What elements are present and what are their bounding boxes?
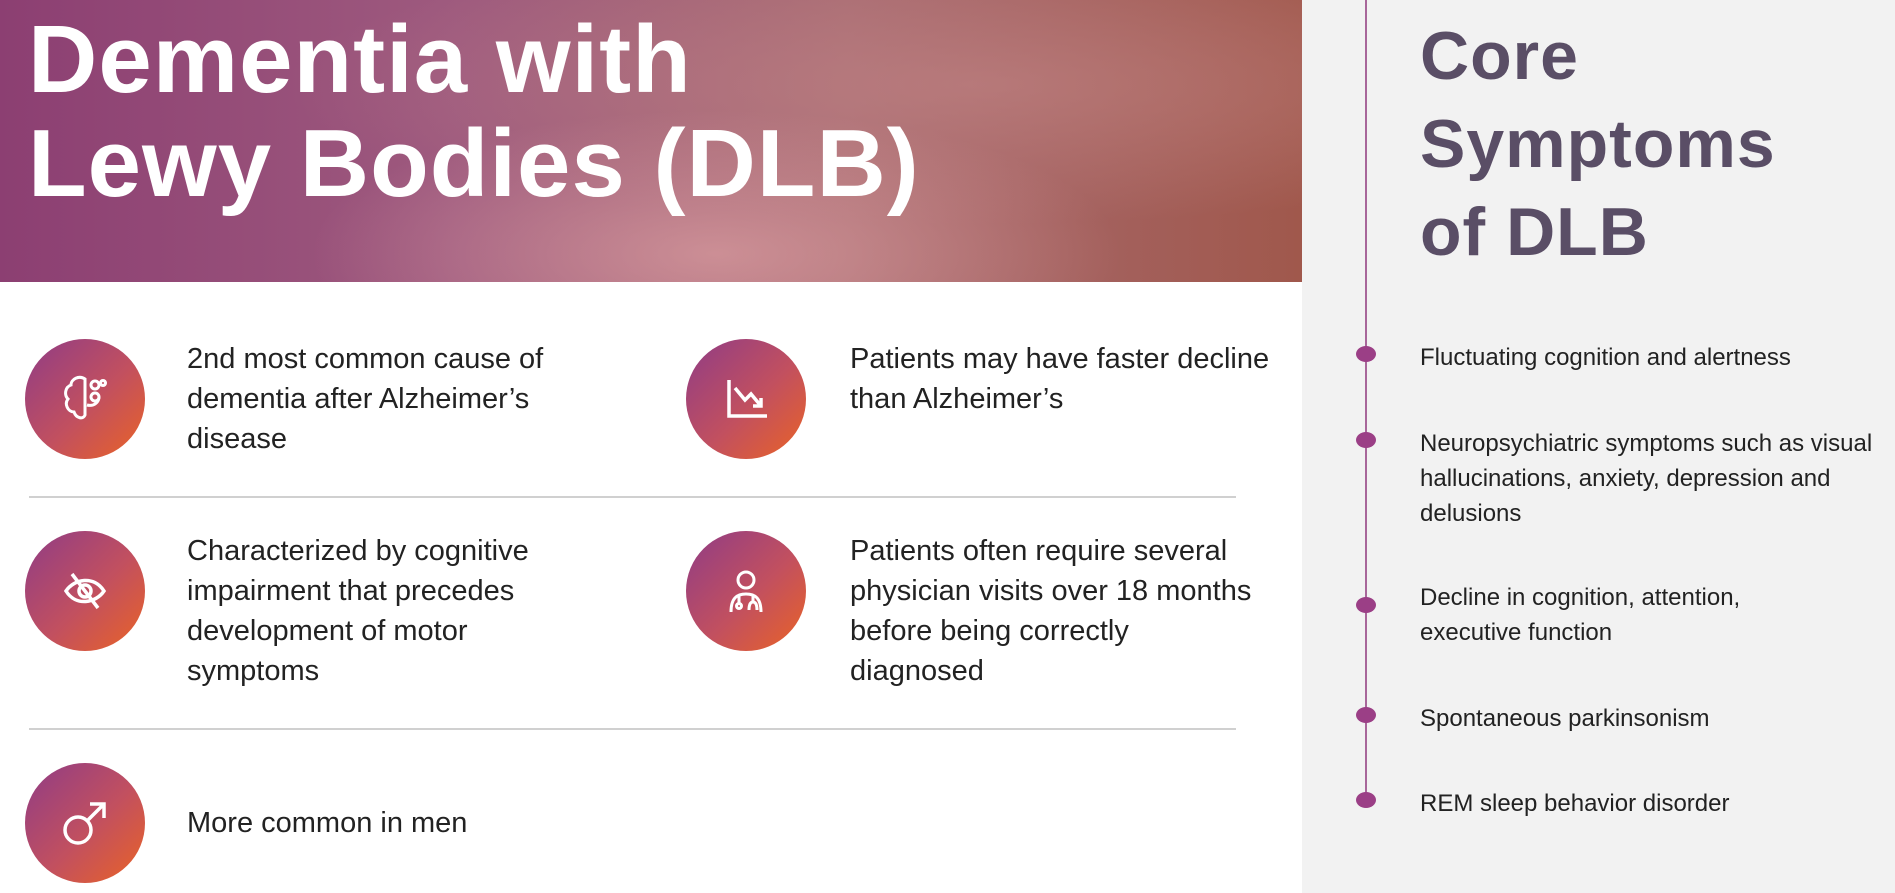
header-banner: Dementia with Lewy Bodies (DLB) (0, 0, 1302, 282)
timeline-dot (1356, 432, 1376, 448)
male-symbol-icon (25, 763, 145, 883)
timeline-dot (1356, 346, 1376, 362)
symptom-item: Decline in cognition, attention, executi… (1420, 584, 1741, 646)
declining-chart-icon (686, 339, 806, 459)
symptom-item: Neuropsychiatric symptoms such as visual… (1420, 430, 1873, 527)
symptom-item: REM sleep behavior disorder (1420, 790, 1730, 817)
timeline-line (1365, 0, 1367, 800)
fact-text: Characterized by cognitive impairment th… (187, 535, 529, 687)
symptom-item: Fluctuating cognition and alertness (1420, 344, 1791, 371)
fact-text: Patients may have faster decline than Al… (850, 343, 1270, 415)
doctor-icon (686, 531, 806, 651)
symptom-item: Spontaneous parkinsonism (1420, 705, 1710, 732)
core-symptoms-title: Core Symptoms of DLB (1420, 18, 1776, 270)
timeline-dot (1356, 597, 1376, 613)
core-symptoms-panel: Core Symptoms of DLB Fluctuating cogniti… (1302, 0, 1895, 893)
fact-text: More common in men (187, 807, 468, 839)
divider (29, 728, 1236, 730)
eye-slash-icon (25, 531, 145, 651)
page-title: Dementia with Lewy Bodies (DLB) (28, 6, 920, 217)
fact-text: Patients often require several physician… (850, 535, 1252, 687)
timeline-dot (1356, 792, 1376, 808)
fact-text: 2nd most common cause of dementia after … (187, 343, 544, 455)
timeline-dot (1356, 707, 1376, 723)
brain-icon (25, 339, 145, 459)
divider (29, 496, 1236, 498)
